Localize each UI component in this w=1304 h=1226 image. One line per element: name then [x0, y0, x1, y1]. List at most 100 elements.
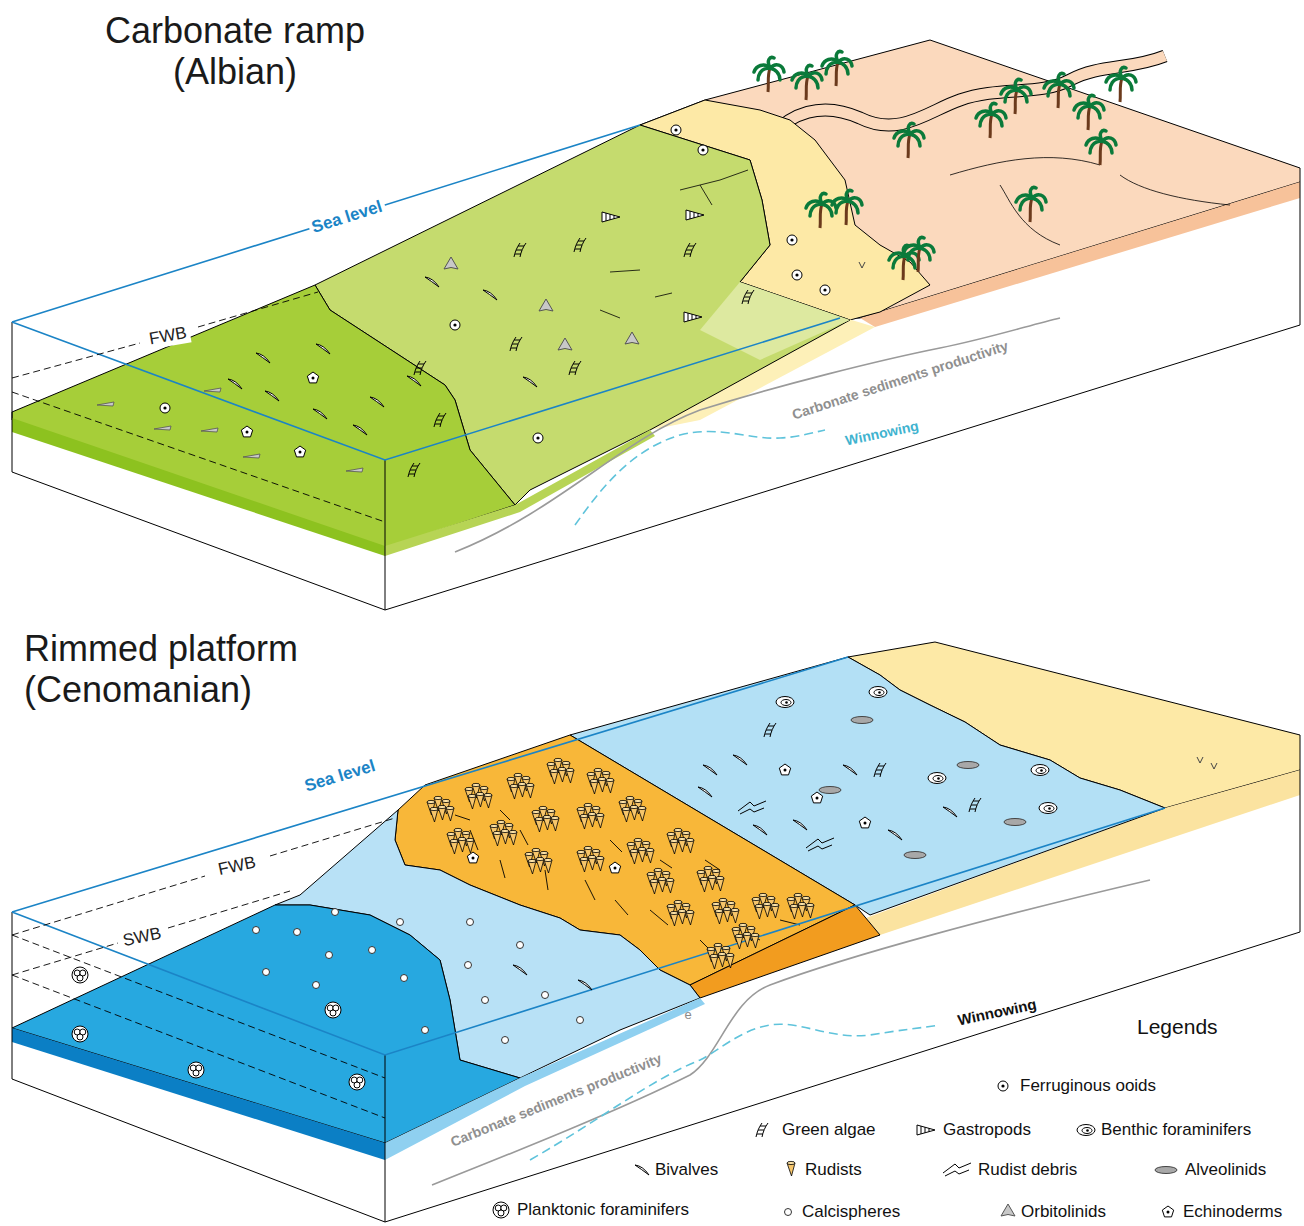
grain-symbols	[313, 409, 327, 419]
grain-symbols	[764, 723, 776, 737]
rudist-clusters	[732, 923, 759, 949]
grain-symbols	[241, 426, 252, 437]
rudist-clusters	[577, 846, 604, 872]
rudist-clusters	[532, 806, 559, 832]
grain-symbols	[1211, 763, 1217, 769]
grain-symbols	[332, 909, 339, 916]
panel-title: Carbonate ramp (Albian)	[60, 10, 410, 93]
grain-symbols	[256, 353, 270, 363]
grain-symbols	[467, 919, 474, 926]
grain-symbols	[514, 243, 526, 257]
grain-symbols	[738, 801, 766, 814]
rudist-clusters	[619, 796, 646, 822]
grain-symbols	[671, 125, 681, 135]
grain-symbols	[957, 762, 979, 769]
grain-symbols	[294, 929, 301, 936]
palm-group	[976, 103, 1006, 138]
grain-symbols	[316, 344, 330, 354]
rudist-clusters	[752, 893, 779, 919]
grain-symbols	[397, 919, 404, 926]
grain-symbols	[326, 952, 333, 959]
palm-group	[806, 193, 836, 228]
grain-symbols	[265, 391, 279, 401]
grain-symbols	[204, 388, 221, 392]
palm-group	[754, 57, 784, 92]
grain-symbols	[72, 687, 1217, 1091]
grain-symbols	[517, 942, 524, 949]
legend-symbols	[787, 1161, 795, 1176]
wave-base-label: FWB	[214, 852, 261, 880]
legend-label: Ferruginous ooids	[1020, 1075, 1156, 1097]
grain-symbols	[776, 697, 794, 708]
basin-base	[12, 1028, 385, 1160]
inner-ramp	[700, 282, 850, 360]
palm-group	[1016, 187, 1046, 222]
rudist-clusters	[707, 943, 734, 969]
grain-symbols	[943, 807, 957, 817]
grain-symbols	[72, 967, 88, 983]
grain-symbols	[859, 817, 870, 828]
grain-symbols	[97, 125, 865, 477]
land-line	[950, 158, 1230, 245]
grain-symbols	[346, 468, 363, 472]
grain-symbols	[806, 838, 834, 851]
legend-label: Rudists	[805, 1159, 862, 1181]
grain-symbols	[502, 1037, 509, 1044]
productivity-curve	[432, 880, 1150, 1185]
grain-symbols	[779, 764, 790, 775]
grain-symbols	[1039, 803, 1057, 814]
palm-group	[894, 123, 924, 158]
legend-symbols	[917, 1125, 935, 1135]
grain-symbols	[969, 798, 981, 812]
grain-symbols	[819, 787, 841, 794]
palm-group	[832, 190, 862, 225]
grain-symbols	[1031, 765, 1049, 776]
grain-symbols	[569, 361, 581, 375]
platform-block	[12, 642, 1300, 1222]
grain-symbols	[539, 299, 553, 311]
grain-symbols	[698, 787, 712, 797]
grain-symbols	[201, 428, 218, 432]
grain-symbols	[154, 426, 171, 430]
grain-symbols	[294, 446, 305, 457]
palm-group	[1074, 95, 1104, 130]
grain-symbols	[349, 1074, 365, 1090]
palm-group	[1001, 79, 1031, 114]
palm-group	[1086, 130, 1116, 165]
grain-symbols	[307, 372, 318, 383]
legend-symbols	[635, 1165, 649, 1175]
grain-symbols	[243, 454, 260, 458]
grain-symbols	[253, 927, 260, 934]
legend-heading: Legends	[1137, 1015, 1218, 1039]
stray-mark: e	[684, 1008, 691, 1023]
legend-symbols	[998, 1081, 1008, 1091]
grain-symbols	[422, 1027, 429, 1034]
sea-level-label: Sea level	[306, 196, 387, 238]
legend-label: Bivalves	[655, 1159, 718, 1181]
sea-level-label: Sea level	[299, 755, 380, 797]
grain-symbols	[787, 235, 797, 245]
grain-symbols	[904, 852, 926, 859]
legend-symbols	[1155, 1167, 1177, 1174]
grain-symbols	[353, 425, 367, 435]
legend-label: Calcispheres	[802, 1201, 900, 1223]
rudist-clusters	[627, 838, 654, 864]
legend-label: Benthic foraminifers	[1101, 1119, 1251, 1141]
ramp-block	[12, 40, 1300, 610]
grain-symbols	[482, 997, 489, 1004]
grain-symbols	[733, 755, 747, 765]
palm-group	[1044, 73, 1074, 108]
grain-symbols	[325, 1002, 341, 1018]
curve-label: Winnowing	[956, 995, 1038, 1028]
sea-level-line	[12, 125, 840, 460]
grain-symbols	[408, 463, 420, 477]
grain-symbols	[228, 379, 242, 389]
grain-symbols	[686, 210, 704, 220]
grain-symbols	[467, 852, 478, 863]
grain-symbols	[793, 820, 807, 830]
grain-symbols	[465, 962, 472, 969]
rudist-clusters	[507, 773, 534, 799]
wave-base-line	[12, 818, 395, 1118]
